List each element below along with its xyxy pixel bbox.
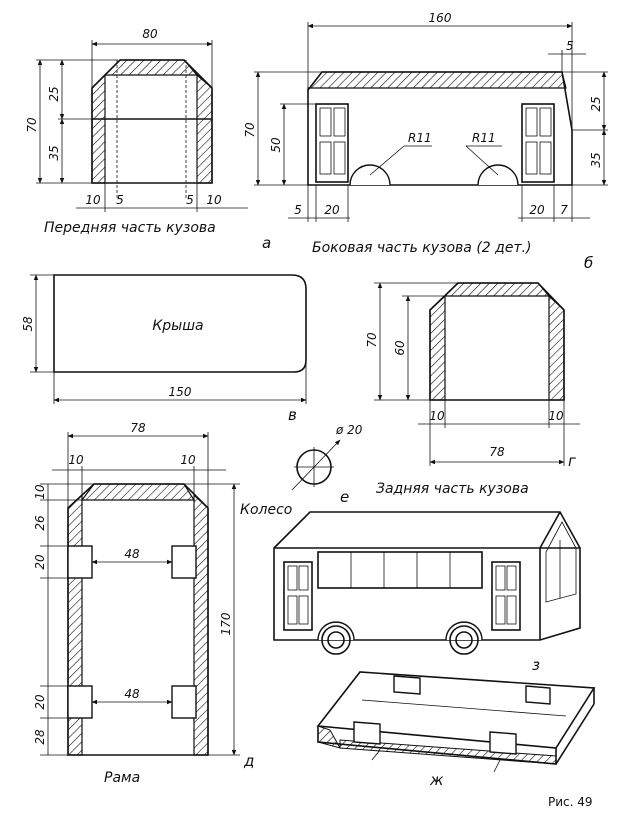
side-caption: Боковая часть кузова (2 дет.) — [312, 240, 532, 256]
wheel-part: ø 20 е Колесо — [240, 423, 363, 518]
rear-height-dim: 70 — [365, 332, 379, 348]
frame-v28-dim: 28 — [33, 729, 47, 745]
front-top-dim: 25 — [47, 86, 61, 101]
rear-body-part: 70 60 10 10 78 г Задняя часть кузова — [365, 282, 580, 497]
side-right-bottom-dim: 35 — [589, 152, 603, 167]
side-right-top-dim: 25 — [589, 96, 603, 111]
side-radius-left: R11 — [408, 131, 432, 145]
roof-height-dim: 58 — [21, 316, 35, 332]
roof-part: Крыша 58 150 в — [21, 274, 307, 424]
front-body-part: 80 70 25 35 10 5 5 10 Передняя часть куз… — [25, 27, 271, 252]
side-height-dim: 70 — [243, 122, 257, 138]
frame-v20a-dim: 20 — [33, 554, 47, 570]
assembly-letter: ж — [429, 771, 444, 789]
frame-letter: д — [243, 752, 254, 770]
side-bottom-right-dim-2: 7 — [560, 203, 568, 217]
frame-v26-dim: 26 — [33, 515, 47, 531]
rear-inner-dim: 60 — [393, 340, 407, 356]
side-lower-dim: 50 — [269, 137, 283, 153]
frame-assembly-illustration: ж — [316, 671, 596, 789]
frame-top-left-dim: 10 — [68, 453, 84, 467]
frame-cross-dim-2: 48 — [124, 687, 140, 701]
side-letter: б — [584, 254, 593, 272]
front-height-dim: 70 — [25, 117, 39, 133]
rear-right-dim: 10 — [548, 409, 564, 423]
frame-total-dim: 170 — [219, 612, 233, 635]
front-left-dim-2: 5 — [116, 193, 124, 207]
side-bottom-right-dim-1: 20 — [529, 203, 545, 217]
rear-caption: Задняя часть кузова — [376, 481, 529, 497]
front-right-dim-1: 5 — [186, 193, 194, 207]
frame-v10-dim: 10 — [33, 484, 47, 500]
wheel-diameter-dim: ø 20 — [335, 423, 363, 437]
figure-label: Рис. 49 — [548, 795, 593, 809]
roof-letter: в — [288, 406, 297, 424]
roof-label: Крыша — [152, 318, 203, 334]
side-bottom-left-dim-2: 20 — [324, 203, 340, 217]
roof-length-dim: 150 — [169, 385, 192, 399]
wheel-letter: е — [340, 488, 349, 506]
rear-letter: г — [568, 452, 576, 470]
front-caption: Передняя часть кузова — [44, 220, 216, 236]
side-slope-dim: 5 — [566, 39, 574, 53]
wheel-label: Колесо — [240, 502, 292, 518]
frame-top-right-dim: 10 — [180, 453, 196, 467]
frame-cross-dim-1: 48 — [124, 547, 140, 561]
front-left-dim-1: 10 — [85, 193, 101, 207]
side-length-dim: 160 — [429, 11, 452, 25]
side-body-part: R11 R11 160 5 70 50 25 35 5 20 — [243, 11, 608, 272]
bus-letter: з — [532, 656, 540, 674]
rear-left-dim: 10 — [429, 409, 445, 423]
front-right-dim-2: 10 — [206, 193, 222, 207]
frame-caption: Рама — [104, 770, 140, 786]
front-bottom-dim: 35 — [47, 145, 61, 160]
front-width-dim: 80 — [142, 27, 158, 41]
frame-v20b-dim: 20 — [33, 694, 47, 710]
frame-width-dim: 78 — [130, 421, 146, 435]
front-letter: а — [262, 234, 271, 252]
frame-part: 48 48 78 10 10 10 26 20 20 28 170 Рама — [33, 421, 254, 786]
bus-illustration: з — [273, 511, 581, 674]
side-radius-right: R11 — [472, 131, 496, 145]
rear-width-dim: 78 — [489, 445, 505, 459]
side-bottom-left-dim-1: 5 — [294, 203, 302, 217]
